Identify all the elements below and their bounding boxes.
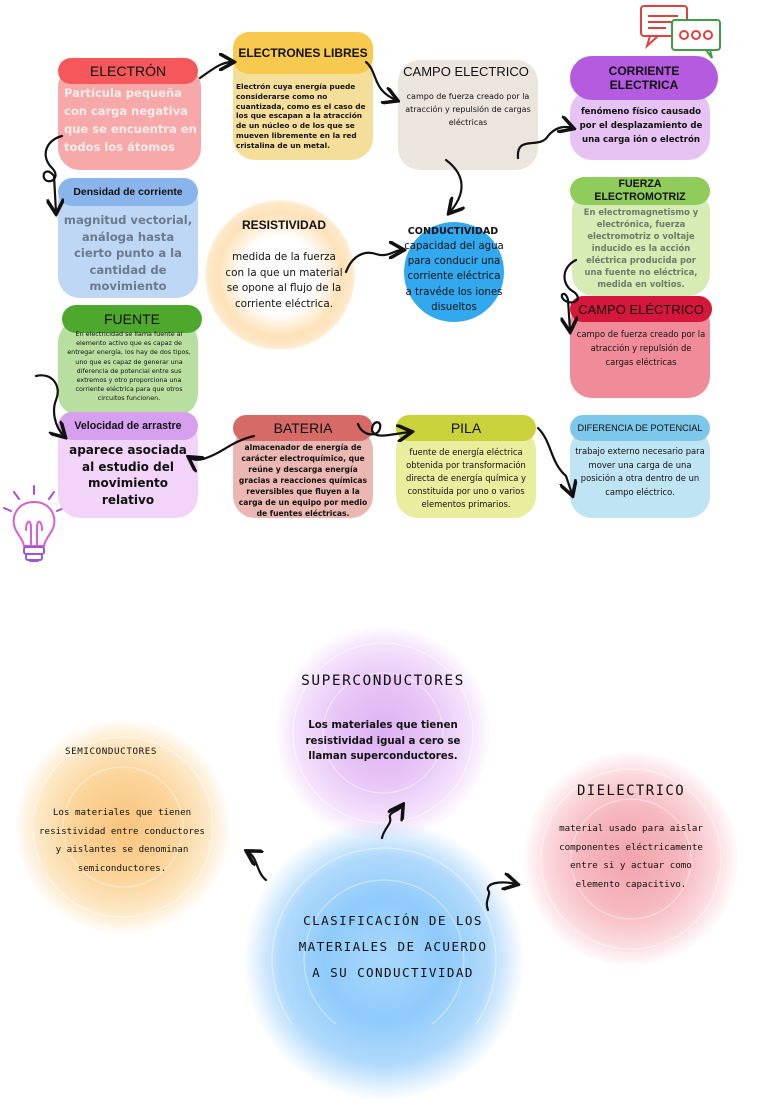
card-densidad-title: Densidad de corriente — [58, 178, 198, 206]
card-electron-title: ELECTRÓN — [58, 58, 198, 84]
card-velocidad-body: aparece asociada al estudio del movimien… — [69, 443, 187, 507]
card-campo-electrico-1-body: campo de fuerza creado por la atracción … — [405, 92, 531, 127]
card-electrones-libres-title: ELECTRONES LIBRES — [233, 32, 373, 74]
card-fuente-title: FUENTE — [62, 305, 202, 333]
card-velocidad-title: Velocidad de arrastre — [58, 412, 198, 440]
card-diferencia-title: DIFERENCIA DE POTENCIAL — [570, 415, 710, 441]
card-corriente-electrica-title: CORRIENTE ELECTRICA — [570, 56, 718, 100]
card-fuente-body: En electricidad se llama fuente al eleme… — [67, 330, 191, 403]
card-electron-body: Partícula pequeña con carga negativa que… — [64, 86, 197, 154]
card-resistividad-title: RESISTIVIDAD — [241, 218, 326, 232]
classification-center-title: CLASIFICACIÓN DE LOS MATERIALES DE ACUER… — [298, 913, 488, 980]
card-bateria-title: BATERIA — [233, 415, 373, 441]
semiconductores-title: SEMICONDUCTORES — [65, 746, 157, 757]
card-conductividad-title: CONDUCTIVIDAD — [407, 226, 499, 237]
card-campo-electrico-1-title: CAMPO ELECTRICO — [403, 63, 529, 79]
card-conductividad-body: capacidad del agua para conducir una cor… — [404, 241, 504, 313]
dielectrico-title: DIELECTRICO — [576, 783, 686, 799]
card-campo-electrico-2-title: CAMPO ELÉCTRICO — [570, 296, 712, 322]
connector-arrows — [34, 0, 768, 912]
card-diferencia-body: trabajo externo necesario para mover una… — [575, 446, 705, 497]
halo-rings — [0, 0, 768, 1024]
card-pila-title: PILA — [396, 415, 536, 441]
card-corriente-electrica-body: fenómeno físico causado por el desplazam… — [579, 107, 703, 145]
superconductores-title: SUPERCONDUCTORES — [301, 673, 465, 689]
card-bateria-body: almacenador de energía de carácter elect… — [238, 443, 368, 518]
superconductores-body: Los materiales que tienen resistividad i… — [305, 720, 461, 762]
card-densidad-body: magnitud vectorial, análoga hasta cierto… — [63, 213, 193, 293]
card-fuerza-electromotriz-body: En electromagnetismo y electrónica, fuer… — [583, 207, 699, 289]
semiconductores-body: Los materiales que tienen resistividad e… — [39, 807, 205, 874]
card-pila-body: fuente de energía eléctrica obtenida por… — [405, 447, 526, 509]
card-electrones-libres-body: Electrón cuya energía puede considerarse… — [236, 82, 366, 150]
chat-bubbles-icon — [638, 4, 726, 60]
card-fuerza-electromotriz-title: FUERZA ELECTROMOTRIZ — [570, 177, 710, 205]
dielectrico-body: material usado para aislar componentes e… — [559, 823, 703, 890]
card-resistividad-body: medida de la fuerza con la que un materi… — [225, 251, 343, 310]
card-campo-electrico-2-body: campo de fuerza creado por la atracción … — [576, 329, 706, 367]
